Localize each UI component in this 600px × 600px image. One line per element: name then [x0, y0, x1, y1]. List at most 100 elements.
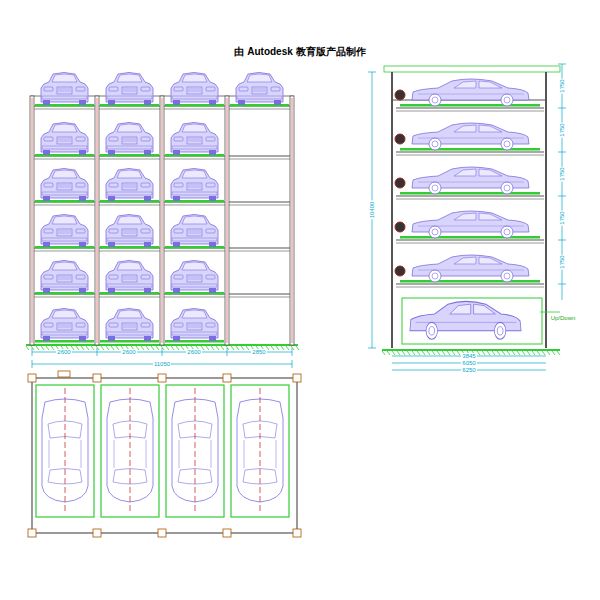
ground-hatch: [276, 346, 279, 350]
pallet-side: [396, 199, 544, 200]
pallet: [400, 192, 540, 195]
dimension-tick: [97, 348, 98, 356]
ground-hatch: [31, 346, 34, 350]
steel-post: [30, 96, 34, 345]
ground-hatch: [537, 351, 540, 355]
steel-post: [95, 96, 99, 345]
car-side: [412, 79, 529, 106]
ground-hatch: [427, 351, 430, 355]
car-front: [106, 123, 153, 156]
steel-post: [391, 72, 393, 348]
dimension-text: 1750: [559, 210, 565, 225]
post-axis: [32, 98, 33, 343]
dimension-text: 1750: [559, 254, 565, 269]
car-front: [106, 215, 153, 248]
car-front: [41, 309, 88, 342]
car-front: [236, 73, 283, 106]
car-front: [41, 73, 88, 106]
dimension-text: 1750: [559, 78, 565, 93]
ground-hatch: [36, 346, 39, 350]
ground-hatch: [236, 346, 239, 350]
dimension-tick: [558, 152, 566, 153]
car-front: [171, 169, 218, 202]
ground-hatch: [512, 351, 515, 355]
ground-hatch: [176, 346, 179, 350]
dimension-tick: [368, 72, 376, 73]
car-side: [412, 255, 529, 282]
car-front: [171, 73, 218, 106]
ground-hatch: [502, 351, 505, 355]
car-front: [41, 123, 88, 156]
car-front: [171, 123, 218, 156]
ground-hatch: [231, 346, 234, 350]
car-plan: [42, 399, 88, 502]
ground-hatch: [146, 346, 149, 350]
car-side: [412, 211, 529, 238]
ground-hatch: [492, 351, 495, 355]
sprocket: [395, 134, 405, 144]
ground-hatch: [141, 346, 144, 350]
ground-hatch: [457, 351, 460, 355]
car-plan: [107, 399, 153, 502]
dimension-tick: [32, 348, 33, 356]
sprocket: [395, 266, 405, 276]
roof-green: [384, 66, 560, 72]
callout-text: Up/Down: [550, 315, 577, 321]
ground-hatch: [81, 346, 84, 350]
car-front: [106, 309, 153, 342]
ground-hatch: [101, 346, 104, 350]
car-front: [106, 169, 153, 202]
car-side: [412, 167, 529, 194]
ground-hatch: [291, 346, 294, 350]
car-front: [106, 73, 153, 106]
ground-hatch: [46, 346, 49, 350]
pallet-plan: [36, 385, 94, 517]
ground-hatch: [422, 351, 425, 355]
ground-hatch: [221, 346, 224, 350]
ground-hatch: [91, 346, 94, 350]
ground-hatch: [477, 351, 480, 355]
post-axis: [292, 98, 293, 343]
car-front: [171, 261, 218, 294]
dimension-text: 1750: [559, 166, 565, 181]
leader-line: [540, 312, 560, 313]
sprocket: [395, 90, 405, 100]
car-front: [41, 215, 88, 248]
pallet-side: [396, 195, 544, 196]
ground-hatch: [532, 351, 535, 355]
post-plan: [293, 529, 301, 537]
post-plan: [93, 529, 101, 537]
ground-hatch: [447, 351, 450, 355]
pallet-side: [396, 287, 544, 288]
ground-hatch: [41, 346, 44, 350]
ground-hatch: [96, 346, 99, 350]
ground-hatch: [226, 346, 229, 350]
steel-post: [290, 96, 294, 345]
car-front: [41, 169, 88, 202]
ground-hatch: [181, 346, 184, 350]
ground-hatch: [156, 346, 159, 350]
dimension-text: 6050: [461, 360, 476, 366]
dimension-text: 6250: [461, 367, 476, 373]
pallet-side: [396, 283, 544, 284]
post-plan: [223, 529, 231, 537]
center-line: [65, 388, 66, 514]
ground-hatch: [382, 351, 385, 355]
ground-hatch: [286, 346, 289, 350]
ground-hatch: [166, 346, 169, 350]
ground-hatch: [106, 346, 109, 350]
pallet-side: [396, 239, 544, 240]
ground-hatch: [442, 351, 445, 355]
motor: [58, 371, 70, 377]
car-front: [171, 309, 218, 342]
pallet: [400, 104, 540, 107]
ground-hatch: [86, 346, 89, 350]
ground-hatch: [51, 346, 54, 350]
dimension-text: 10400: [369, 201, 375, 220]
ground-hatch: [437, 351, 440, 355]
post-plan: [158, 374, 166, 382]
ground-hatch: [171, 346, 174, 350]
post-plan: [93, 374, 101, 382]
plan-frame: [32, 378, 297, 533]
